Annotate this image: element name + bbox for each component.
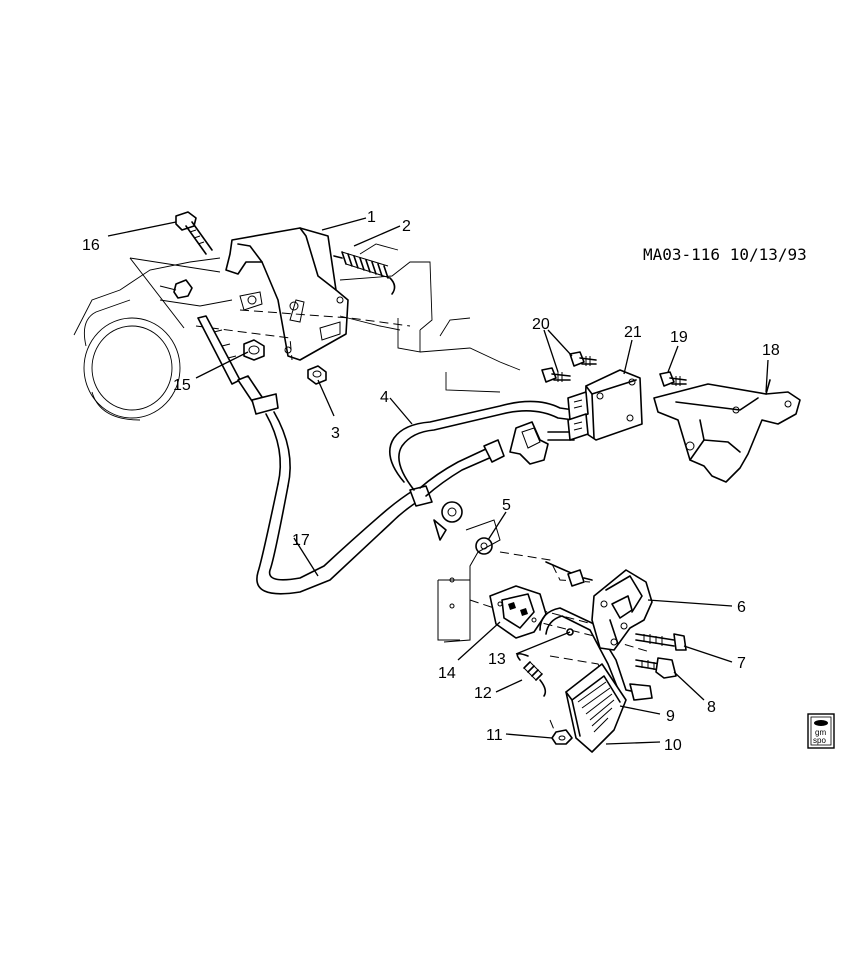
callout-6: 6	[737, 599, 746, 616]
callout-18: 18	[762, 342, 780, 359]
callout-16: 16	[82, 237, 100, 254]
grommet	[433, 501, 493, 555]
callout-21: 21	[624, 324, 642, 341]
callout-5: 5	[502, 497, 511, 514]
support-bracket	[225, 227, 349, 361]
pedal-mount-plate	[489, 585, 547, 639]
callout-20: 20	[532, 316, 550, 333]
callout-labels: 1 2 3 4 5 6 7 8 9 10 11 12 13 14 15 16 1…	[82, 209, 780, 754]
accelerator-cable	[197, 315, 433, 595]
bolt	[569, 351, 597, 367]
callout-13: 13	[488, 651, 506, 668]
callout-leader-lines	[107, 217, 769, 745]
stud-pointer-lines	[129, 257, 263, 329]
dash-panel-outline	[437, 519, 501, 643]
nut	[307, 365, 327, 385]
svg-text:spo: spo	[813, 736, 826, 745]
svg-text:gm: gm	[815, 728, 826, 737]
drawing-reference: MA03-116 10/13/93	[643, 245, 807, 264]
callout-3: 3	[331, 425, 340, 442]
gm-spo-badge: gm spo	[807, 713, 835, 749]
callout-7: 7	[737, 655, 746, 672]
bolt	[635, 657, 677, 679]
module-bracket	[653, 379, 801, 483]
transmission-housing-outline	[73, 243, 521, 421]
nut	[551, 729, 573, 745]
callout-19: 19	[670, 329, 688, 346]
callout-2: 2	[402, 218, 411, 235]
callout-10: 10	[664, 737, 682, 754]
cable-end-clip	[545, 561, 593, 587]
callout-12: 12	[474, 685, 492, 702]
bolt	[635, 633, 687, 651]
callout-15: 15	[173, 377, 191, 394]
spring	[516, 652, 547, 697]
cruise-control-cable	[388, 400, 575, 497]
nut	[243, 339, 265, 361]
pedal-bracket	[591, 569, 653, 651]
bolt	[541, 367, 571, 383]
callout-11: 11	[486, 727, 503, 744]
alignment-lines-upper	[195, 309, 411, 361]
callout-14: 14	[438, 665, 456, 682]
pedal-pad	[565, 663, 627, 753]
cruise-control-module	[567, 369, 643, 441]
callout-1: 1	[367, 209, 376, 226]
callout-8: 8	[707, 699, 716, 716]
callout-4: 4	[380, 389, 389, 406]
bolt	[175, 211, 213, 255]
callout-17: 17	[292, 532, 310, 549]
bolt	[659, 371, 687, 387]
return-spring	[333, 251, 396, 295]
callout-9: 9	[666, 708, 675, 725]
